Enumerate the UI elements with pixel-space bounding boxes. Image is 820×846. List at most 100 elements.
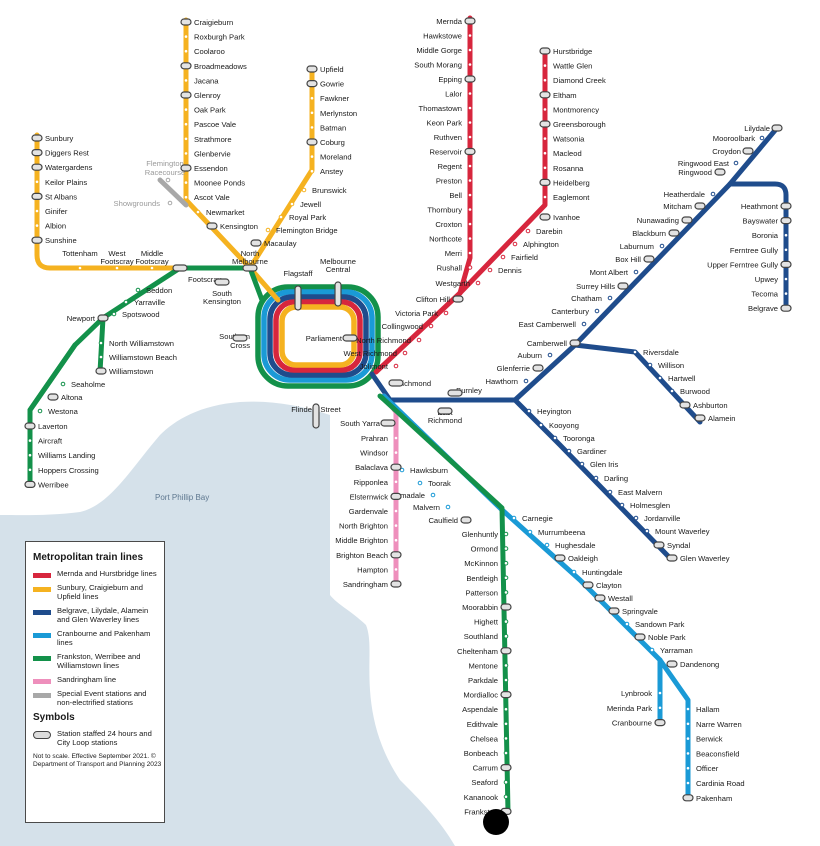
legend-item-1: Sunbury, Craigieburn and Upfield lines xyxy=(33,583,157,601)
station-marker-fairfield xyxy=(500,254,506,260)
station-marker-montmorency xyxy=(542,107,548,112)
station-marker-ripponlea xyxy=(393,479,399,485)
station-marker-lalor xyxy=(467,91,473,96)
staffed-station-pill-mitcham xyxy=(694,202,706,210)
station-label-south-kensington-b: Kensington xyxy=(203,297,241,306)
staffed-station-pill-syndal xyxy=(653,541,665,549)
station-label-mount-waverley: Mount Waverley xyxy=(655,527,710,536)
station-marker-mooroolbark xyxy=(759,135,765,141)
staffed-station-pill-sunbury xyxy=(31,134,43,142)
station-label-coburg: Coburg xyxy=(320,138,345,147)
station-marker-lynbrook xyxy=(657,690,663,696)
station-label-hampton: Hampton xyxy=(357,565,388,574)
station-label-jordanville: Jordanville xyxy=(644,514,680,523)
legend-swatch xyxy=(33,610,51,615)
station-label-hoppers-crossing: Hoppers Crossing xyxy=(38,466,99,475)
station-label-caulfield: Caulfield xyxy=(428,516,458,525)
station-marker-keon-park xyxy=(467,120,473,125)
line-alamein xyxy=(572,342,703,425)
staffed-station-pill-heidelberg xyxy=(539,178,551,186)
station-marker-watsonia xyxy=(542,136,548,141)
station-label-north-melbourne-b: Melbourne xyxy=(232,257,268,266)
legend-label: Frankston, Werribee and Williamstown lin… xyxy=(57,652,141,670)
line-upfield xyxy=(247,65,315,271)
station-label-flagstaff: Flagstaff xyxy=(284,269,314,278)
station-label-clifton-hill: Clifton Hill xyxy=(416,295,450,304)
station-marker-dennis xyxy=(487,267,493,273)
station-label-coolaroo: Coolaroo xyxy=(194,47,225,56)
station-label-parliament: Parliament xyxy=(306,334,343,343)
station-label-epping: Epping xyxy=(438,75,462,84)
station-marker-auburn xyxy=(547,352,553,358)
staffed-station-pill-belgrave xyxy=(780,304,792,312)
station-label-hawthorn: Hawthorn xyxy=(486,377,519,386)
staffed-station-pill-heathmont xyxy=(780,202,792,210)
station-marker-west-footscray xyxy=(114,265,120,271)
staffed-station-pill-diggers-rest xyxy=(31,149,43,157)
station-label-diggers-rest: Diggers Rest xyxy=(45,149,90,158)
station-label-melbourne-central-a: Melbourne xyxy=(320,257,356,266)
staffed-station-pill-altona xyxy=(47,393,59,401)
station-marker-hughesdale xyxy=(544,542,550,548)
station-marker-victoria-park xyxy=(443,310,449,316)
station-label-williamstown-beach: Williamstown Beach xyxy=(109,353,177,362)
station-label-mooroolbark: Mooroolbark xyxy=(713,134,755,143)
station-marker-berwick xyxy=(685,736,691,741)
legend-label: Cranbourne and Pakenham lines xyxy=(57,629,151,647)
staffed-station-pill-springvale xyxy=(608,607,620,615)
station-marker-rushall xyxy=(467,265,473,270)
legend-swatch xyxy=(33,693,51,698)
staffed-station-pill-dandenong xyxy=(666,660,678,668)
station-label-upper-ferntree-gully: Upper Ferntree Gully xyxy=(707,260,778,269)
station-marker-jewell xyxy=(289,201,295,207)
staffed-station-pill-macaulay xyxy=(250,239,262,247)
station-label-west-footscray-b: Footscray xyxy=(100,257,134,266)
station-marker-ferntree-gully xyxy=(783,247,789,253)
legend-item-4: Frankston, Werribee and Williamstown lin… xyxy=(33,652,157,670)
station-marker-seddon xyxy=(135,287,141,293)
station-label-windsor: Windsor xyxy=(360,449,388,458)
station-marker-batman xyxy=(309,125,315,130)
station-marker-south-morang xyxy=(467,62,473,67)
station-label-brighton-beach: Brighton Beach xyxy=(336,551,388,560)
station-label-seddon: Seddon xyxy=(146,286,172,295)
station-marker-hampton xyxy=(393,567,399,572)
station-marker-windsor xyxy=(393,450,399,455)
station-marker-kooyong xyxy=(538,422,544,428)
station-label-mordialloc: Mordialloc xyxy=(463,691,498,700)
station-label-heathmont: Heathmont xyxy=(741,202,779,211)
station-label-darebin: Darebin xyxy=(536,227,563,236)
station-marker-thomastown xyxy=(467,105,473,111)
station-label-ferntree-gully: Ferntree Gully xyxy=(730,246,778,255)
station-label-middle-gorge: Middle Gorge xyxy=(416,46,462,55)
station-marker-alphington xyxy=(512,241,518,247)
station-marker-yarraman xyxy=(649,647,655,653)
station-marker-kananook xyxy=(503,794,509,800)
station-label-royal-park: Royal Park xyxy=(289,213,326,222)
staffed-station-pill-balaclava xyxy=(390,463,402,471)
station-marker-croxton xyxy=(467,221,473,227)
station-marker-wattle-glen xyxy=(542,63,548,68)
station-label-batman: Batman xyxy=(320,123,346,132)
staffed-station-pill-ashburton xyxy=(679,401,691,409)
station-marker-chatham xyxy=(607,295,613,301)
station-marker-showgrounds xyxy=(167,200,173,206)
staffed-station-pill-epping xyxy=(464,75,476,83)
line-red-trunk xyxy=(373,290,463,375)
station-label-merinda-park: Merinda Park xyxy=(607,704,652,713)
station-label-lilydale: Lilydale xyxy=(744,124,770,133)
station-label-narre-warren: Narre Warren xyxy=(696,720,742,729)
station-label-south-morang: South Morang xyxy=(414,61,462,70)
station-label-laburnum: Laburnum xyxy=(620,242,654,251)
station-label-oakleigh: Oakleigh xyxy=(568,554,598,563)
station-marker-bonbeach xyxy=(503,750,509,756)
station-marker-north-richmond xyxy=(416,337,422,343)
station-marker-ruthven xyxy=(467,134,473,140)
station-label-hallam: Hallam xyxy=(696,705,720,714)
station-label-moonee-ponds: Moonee Ponds xyxy=(194,179,245,188)
staffed-station-pill-mernda xyxy=(464,17,476,25)
station-label-balaclava: Balaclava xyxy=(355,463,389,472)
symbols-title: Symbols xyxy=(33,712,75,723)
legend-item-3: Cranbourne and Pakenham lines xyxy=(33,629,157,647)
